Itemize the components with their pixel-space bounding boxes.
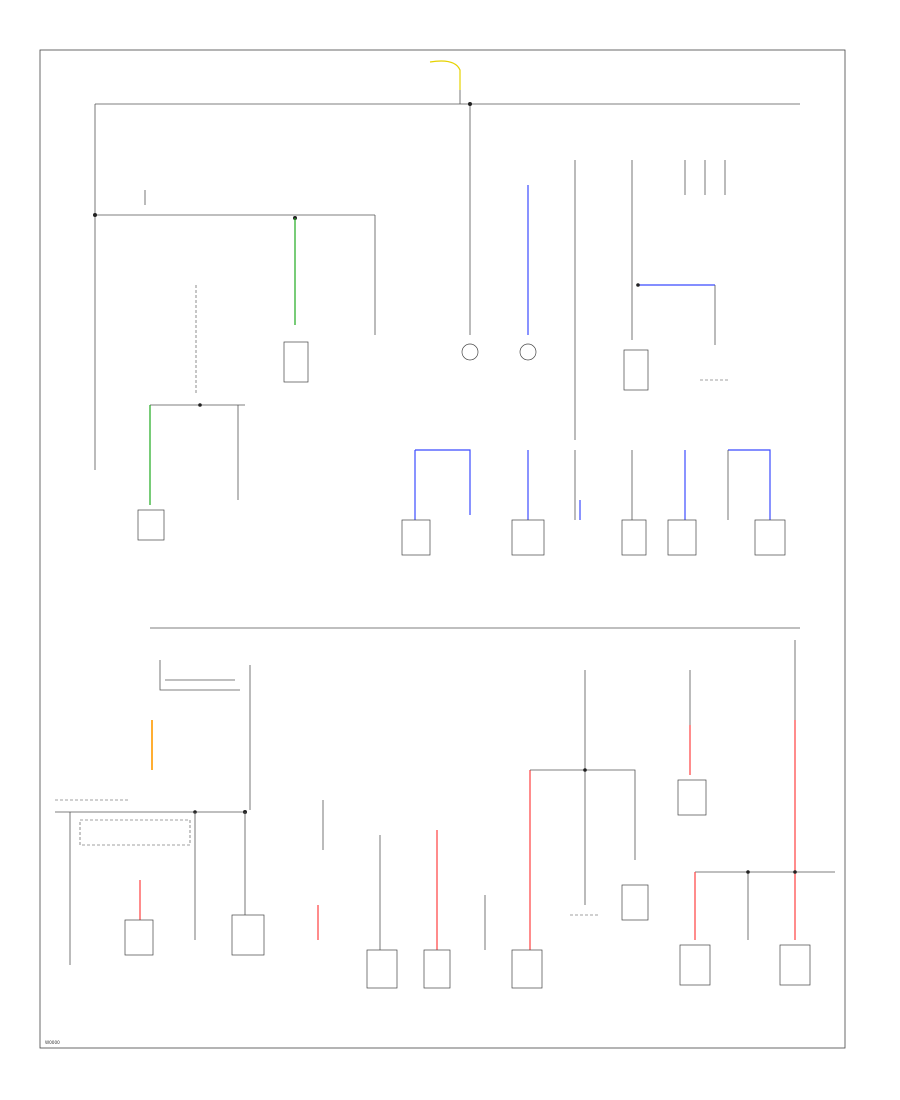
top-power-bus [94, 60, 800, 470]
bottom-middle-group [317, 670, 649, 989]
bottom-conn-6 [679, 944, 711, 986]
conn-b [511, 519, 545, 556]
round-connector-right [519, 343, 537, 361]
bottom-conn-4 [423, 949, 451, 989]
conn-c [621, 519, 647, 556]
conn-e [754, 519, 786, 556]
bottom-conn-3 [366, 949, 398, 989]
bottom-relay-box [621, 884, 649, 921]
left-branch-bus [93, 190, 376, 335]
middle-top-branches [461, 160, 730, 440]
lower-top-connectors [401, 449, 786, 556]
bottom-conn-7 [779, 944, 811, 986]
bottom-conn-2 [231, 914, 265, 956]
bottom-left-group [55, 660, 265, 965]
left-connector-box [137, 509, 165, 541]
right-relay-box [623, 349, 649, 391]
bottom-right-upper-box [677, 779, 707, 816]
upper-left-connector-box [283, 341, 309, 383]
conn-d [667, 519, 697, 556]
diagram-tag: W0000 [45, 1040, 60, 1045]
bottom-conn-1 [124, 919, 154, 956]
left-relay-group [137, 285, 309, 541]
round-connector-left [461, 343, 479, 361]
bottom-right-group [677, 640, 835, 986]
diagram-frame [39, 49, 846, 1049]
bottom-conn-5 [511, 949, 543, 989]
conn-a [401, 519, 431, 556]
